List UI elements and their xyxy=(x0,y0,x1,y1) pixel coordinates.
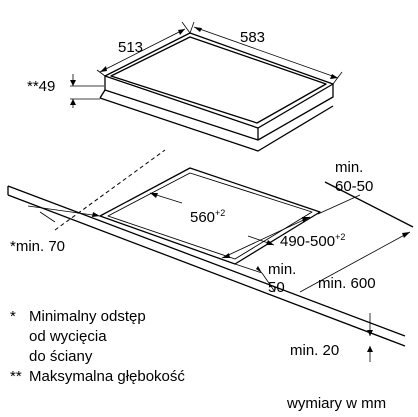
note-1-line-1: Minimalny odstęp xyxy=(29,308,146,325)
depth-ext-1 xyxy=(96,69,106,77)
cutout-depth-line xyxy=(221,216,311,259)
hob-front-edge xyxy=(99,84,334,141)
hob-arrowheads xyxy=(70,27,338,105)
note-1-line-3: do ściany xyxy=(29,348,93,365)
front-clearance-line-1 xyxy=(234,263,263,274)
back-clearance-label-2: 60-50 xyxy=(335,178,373,195)
front-clearance-line-2 xyxy=(261,272,276,293)
cutout-inner xyxy=(107,172,313,260)
worktop-thickness-label: min. 20 xyxy=(290,342,339,359)
front-clearance-label-2: 50 xyxy=(268,279,285,296)
note-2-text: Maksymalna głębokość xyxy=(29,368,185,385)
back-clearance-label-1: min. xyxy=(335,159,363,176)
side-clearance-label: *min. 70 xyxy=(10,238,65,255)
hob-inner-frame xyxy=(110,36,327,124)
worktop-back-edge xyxy=(324,181,414,228)
hob-base-line xyxy=(99,97,334,152)
cutout-width-label: 560+2 xyxy=(190,208,225,226)
worktop-depth-label: min. 600 xyxy=(318,275,376,292)
cutout-arrowheads xyxy=(92,193,410,352)
cutout xyxy=(99,167,321,265)
depth-dim-line xyxy=(99,28,186,73)
worktop-front-edge xyxy=(7,185,406,337)
worktop xyxy=(7,181,414,347)
worktop-depth-line xyxy=(299,231,411,293)
back-clearance-line xyxy=(317,194,361,215)
hob-depth-label: 513 xyxy=(118,39,143,56)
cutout-dimension-lines xyxy=(27,192,411,362)
side-clearance-line xyxy=(27,205,101,217)
width-dim-line xyxy=(193,26,339,79)
hob-width-label: 583 xyxy=(240,29,265,46)
cutout-outer xyxy=(99,167,321,265)
side-clearance-ext xyxy=(39,211,56,223)
note-2-marker: ** xyxy=(10,368,22,385)
cutout-depth-label: 490-500+2 xyxy=(280,232,345,250)
depth-ext-2 xyxy=(181,21,191,34)
units-label: wymiary w mm xyxy=(286,395,386,412)
note-1-line-2: od wycięcia xyxy=(29,328,107,345)
note-1-marker: * xyxy=(10,308,16,325)
hob-dimension-lines xyxy=(70,21,343,108)
worktop-hidden-back-edge xyxy=(54,149,166,231)
front-clearance-label-1: min. xyxy=(268,261,296,278)
width-ext-1 xyxy=(189,21,195,34)
hob-height-label: **49 xyxy=(27,78,55,95)
worktop-bottom-edge xyxy=(7,194,406,347)
